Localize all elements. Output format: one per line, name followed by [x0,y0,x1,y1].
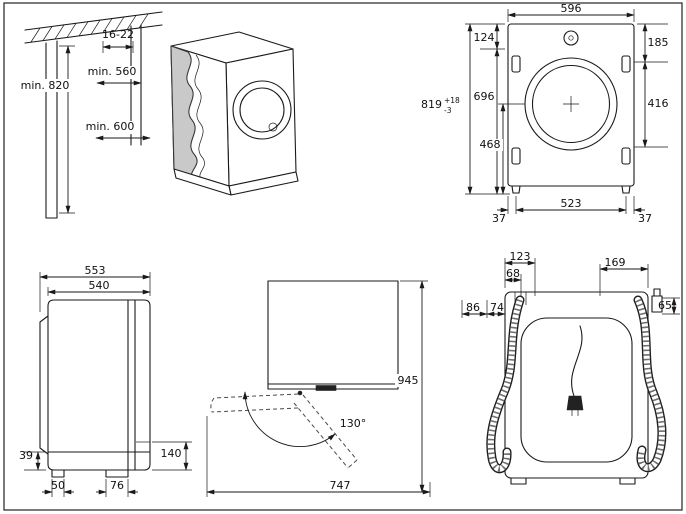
front-view: 596 819 +18 -3 124 696 468 185 416 523 3… [421,2,669,225]
installation-view: min. 820 16-22 min. 560 min. 600 [20,11,299,219]
hatch-pattern [30,13,149,43]
feet-extensions [51,479,129,497]
left-foot [511,185,521,194]
door-inner-ring [239,87,285,133]
dim-open-depth: 747 [330,479,351,492]
mount-bracket-bottom-right [621,147,631,165]
dim-door-to-floor: 696 [474,90,495,103]
dim-open-height: 945 [398,374,419,387]
dim-feet-span: 523 [561,197,582,210]
plinth-extensions [24,451,46,471]
label-bg [336,417,370,430]
machine-box-outline [267,280,399,390]
machine-side-outline [47,299,151,471]
door-outer-ring [232,80,292,140]
dim-margin-left: 37 [492,212,506,225]
plug-prongs [571,410,579,416]
label-bg [395,374,421,387]
door-open-flat-dashed [210,393,299,413]
dim-overall-height: 819 [421,98,442,111]
label-bg [478,139,503,151]
dim-top-right: 185 [648,36,669,49]
washer-front-face [225,48,297,187]
left-cabinet-panel [45,40,58,219]
page-border [3,2,683,511]
rear-left-foot [510,477,527,485]
inlet-drop-extensions [662,297,680,315]
rear-right-foot [619,477,636,485]
mount-bracket-bottom-left [511,147,521,165]
dim-niche-height: min. 820 [21,79,70,92]
door-pivot [297,390,303,396]
dim-drain-far: 123 [510,250,531,263]
dim-inlet-drop: 65 [658,299,672,312]
door-open-angled-dashed [293,394,358,469]
side-front-foot [51,469,65,478]
front-door-inner [531,64,611,144]
side-rear-foot [105,469,129,478]
rear-panel-lines [127,299,136,471]
dim-rear-foot: 76 [110,479,124,492]
dim-hose-left-b: 74 [490,301,504,314]
dim-opening-angle: 130° [340,417,367,430]
right-extensions [634,23,668,148]
niche-height-extensions [59,45,75,214]
door-swing-view: 130° 945 747 [206,280,431,497]
dim-center-to-floor: 468 [480,138,501,151]
dim-niche-depth: min. 560 [88,65,137,78]
dim-width: 596 [561,2,582,15]
power-cord [571,325,583,397]
dim-top-to-door: 124 [474,31,495,44]
dim-depth-total: 553 [85,264,106,277]
top-knob-circle [563,30,579,46]
swing-arc [242,391,336,447]
door-latch-detail [268,122,278,132]
dim-top-gap: 16-22 [102,28,134,41]
rear-view: 123 68 169 65 86 74 [461,250,680,485]
drain-hose-ribs [487,298,523,472]
rear-tub-panel [520,317,633,463]
open-depth-extensions [206,416,431,497]
dim-niche-width: min. 600 [86,120,135,133]
cutaway-wavy-line [194,54,205,180]
cutaway-panel-shape [170,45,198,182]
dim-inlet-offset: 169 [605,256,626,269]
mount-bracket-top-left [511,55,521,73]
dim-tol-minus: -3 [444,106,452,115]
dim-tol-plus: +18 [444,96,460,105]
dim-drain-near: 68 [506,267,520,280]
mount-bracket-top-right [621,55,631,73]
bottom-extensions [507,196,635,214]
inlet-connector-cap [653,288,661,297]
dim-margin-right: 37 [638,212,652,225]
hinge-block [315,385,337,391]
door-bulge [39,315,49,455]
label-bg [20,79,72,92]
plinth-side [173,168,232,196]
dim-front-foot: 50 [51,479,65,492]
right-foot [621,185,631,194]
power-plug [566,395,584,411]
dim-plinth-height: 39 [19,449,33,462]
door-center-cross [563,96,579,112]
side-view: 553 540 39 140 50 76 [19,264,192,497]
dim-right-span: 416 [648,97,669,110]
top-knob-center [568,35,574,41]
dim-hose-left-a: 86 [466,301,480,314]
inlet-hose-body [634,296,666,471]
dim-depth-body: 540 [89,279,110,292]
dim-rear-detail: 140 [161,447,182,460]
label-bg [88,66,136,79]
label-bg [86,121,134,134]
